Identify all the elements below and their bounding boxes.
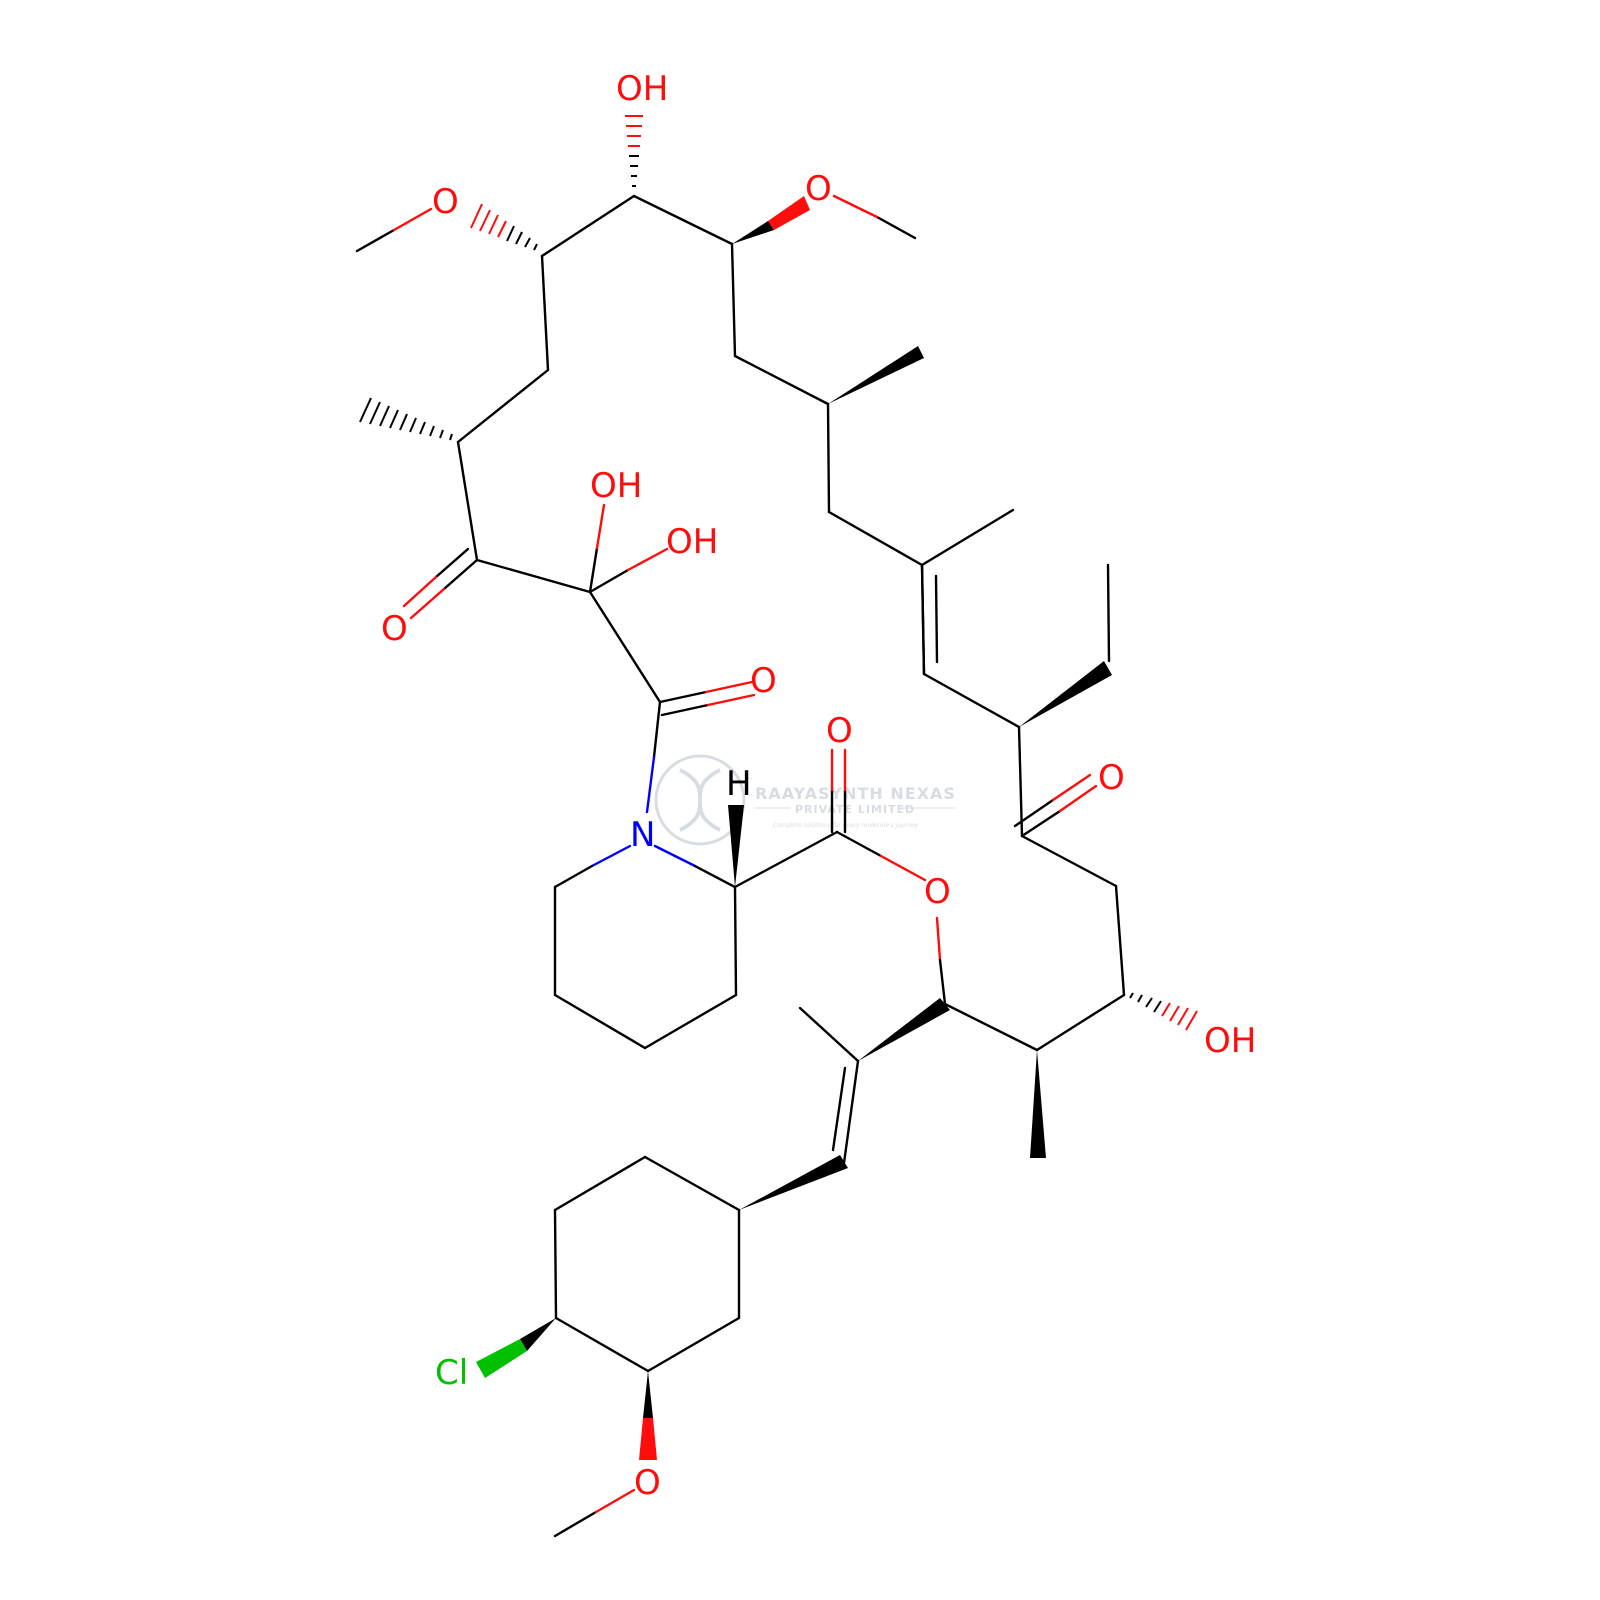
wedge-bonds [476, 196, 1112, 1460]
watermark: RAAYASYNTH NEXAS PRIVATE LIMITED Complet… [654, 754, 956, 846]
atom-label-oh-gem-2: OH [666, 522, 718, 562]
atom-label-o-ketone-left: O [381, 609, 408, 649]
atom-labels: OH O O OH OH O O O H N O O OH Cl O [381, 69, 1256, 1503]
atom-label-cl: Cl [435, 1353, 468, 1393]
atom-label-o-ketone-right: O [1098, 758, 1125, 798]
atom-label-oh-right: OH [1204, 1021, 1256, 1061]
atom-label-o-ester-carbonyl: O [826, 711, 853, 751]
atom-label-o-ester: O [924, 872, 951, 912]
watermark-logo-icon [654, 754, 746, 846]
atom-label-o-methoxy-bottom: O [634, 1463, 661, 1503]
watermark-title: RAAYASYNTH NEXAS [755, 784, 956, 803]
atom-label-n-ring: N [630, 815, 655, 855]
watermark-subtitle: PRIVATE LIMITED [795, 803, 915, 816]
atom-label-oh-top: OH [616, 69, 668, 109]
carbon-skeleton-bonds [456, 194, 1126, 1373]
atom-label-h-stereo: H [726, 764, 752, 804]
atom-label-o-amide: O [750, 661, 777, 701]
hashed-bonds [359, 115, 1198, 1031]
atom-label-o-methoxy-right: O [805, 169, 832, 209]
heteroatom-bonds [355, 194, 1098, 1538]
atom-label-oh-gem-1: OH [590, 466, 642, 506]
atom-label-o-methoxy-left: O [432, 182, 459, 222]
